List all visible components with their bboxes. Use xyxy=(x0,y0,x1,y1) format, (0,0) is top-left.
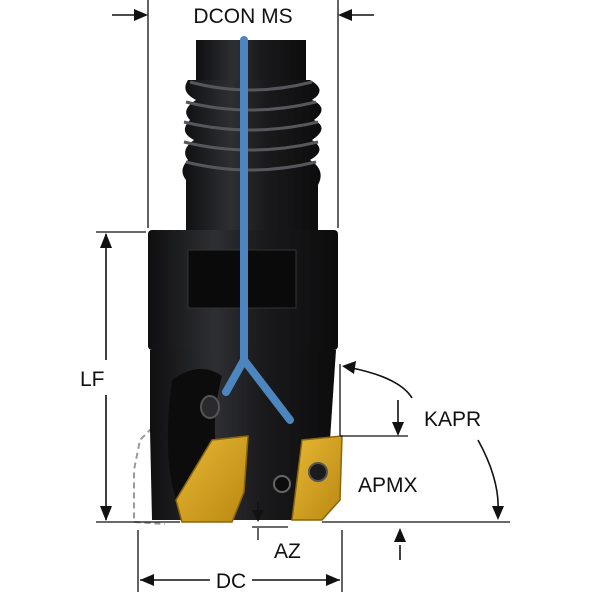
dimension-apmx: APMX xyxy=(358,400,418,497)
screw xyxy=(200,395,220,419)
label-dc: DC xyxy=(216,570,246,593)
dimension-dc: DC xyxy=(137,530,343,593)
coolant-channel xyxy=(222,36,294,424)
insert-left xyxy=(175,435,249,523)
insert-right xyxy=(291,435,343,521)
coolant-nozzle xyxy=(273,475,291,493)
label-kapr: KAPR xyxy=(424,408,481,431)
insert-screw xyxy=(308,462,328,482)
dimension-kapr: KAPR xyxy=(322,361,510,523)
label-az: AZ xyxy=(274,540,301,563)
dimension-az: AZ xyxy=(252,502,406,563)
dimension-dcon-ms: DCON MS xyxy=(112,0,374,228)
dimension-lf: LF xyxy=(80,231,180,523)
label-dcon-ms: DCON MS xyxy=(193,5,292,28)
label-lf: LF xyxy=(80,368,105,391)
label-apmx: APMX xyxy=(358,474,418,497)
cut-profile-outline xyxy=(133,427,166,525)
threaded-shank xyxy=(182,40,322,232)
